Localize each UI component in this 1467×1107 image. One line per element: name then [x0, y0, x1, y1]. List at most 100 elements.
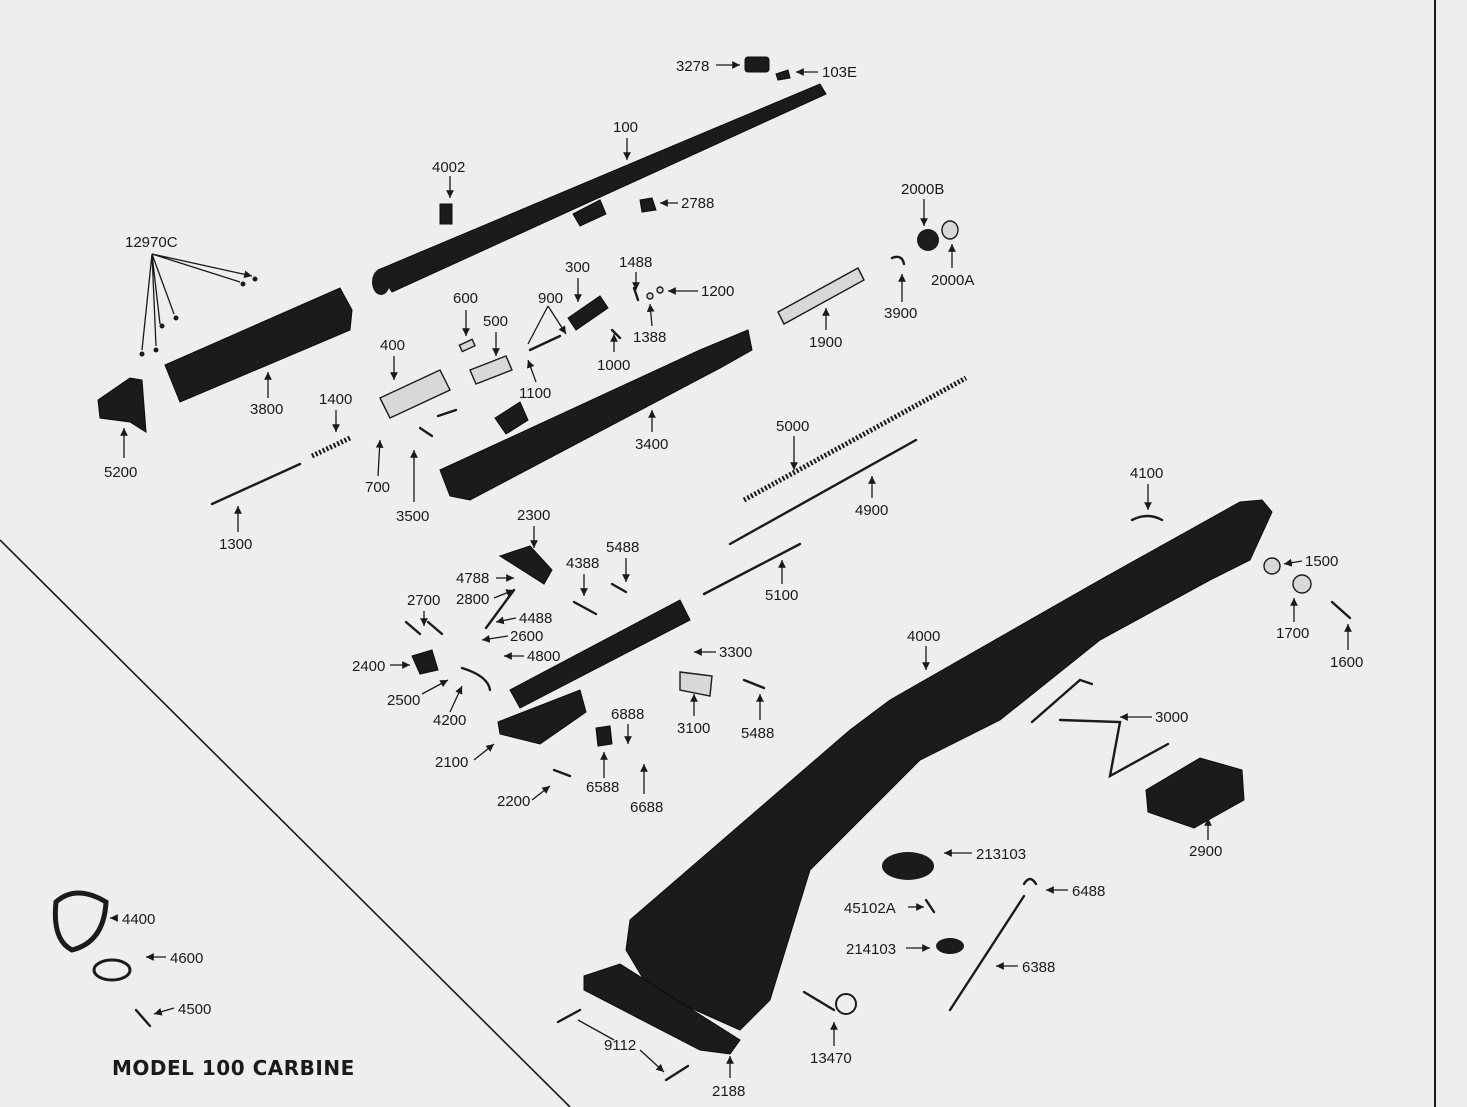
butt-plate-2188-icon	[583, 963, 741, 1055]
part-600-icon	[458, 338, 476, 353]
leader-line	[493, 589, 515, 599]
rod-4900-icon	[728, 438, 918, 546]
swivel-13470-icon	[802, 990, 836, 1012]
label-4000: 4000	[907, 628, 940, 645]
leader-line	[473, 743, 495, 761]
leader-line	[449, 685, 463, 713]
label-4200: 4200	[433, 712, 466, 729]
sling-4400-icon	[52, 890, 109, 953]
label-2700: 2700	[407, 592, 440, 609]
part-2000B-icon	[917, 229, 939, 251]
pin-4388-icon	[572, 600, 598, 616]
part-500-icon	[469, 355, 513, 385]
part-3900-icon	[890, 255, 906, 266]
label-12970C: 12970C	[125, 234, 178, 251]
part-5200-icon	[97, 377, 147, 433]
label-3000: 3000	[1155, 709, 1188, 726]
pin-5488a-icon	[610, 582, 628, 594]
trigger-housing-icon	[509, 599, 691, 709]
barrel-muzzle	[372, 269, 390, 295]
label-2400: 2400	[352, 658, 385, 675]
screw-12970C-d	[173, 315, 179, 321]
pin-5488b-icon	[742, 678, 766, 690]
receiver-3400-lug	[494, 401, 529, 435]
pin-700-icon	[418, 426, 434, 438]
part-1900-icon	[777, 267, 865, 325]
label-2100: 2100	[435, 754, 468, 771]
label-4100: 4100	[1130, 465, 1163, 482]
label-214103: 214103	[846, 941, 896, 958]
part-214103-icon	[936, 938, 964, 954]
screw-2200-icon	[552, 768, 572, 778]
label-4002: 4002	[432, 159, 465, 176]
label-4600: 4600	[170, 950, 203, 967]
label-2900: 2900	[1189, 843, 1222, 860]
label-3278: 3278	[676, 58, 709, 75]
label-6688: 6688	[630, 799, 663, 816]
label-5000: 5000	[776, 418, 809, 435]
screw-12970C-c	[159, 323, 165, 329]
label-103E: 103E	[822, 64, 857, 81]
part-4002-icon	[439, 203, 453, 225]
screw-12970C-a	[139, 351, 145, 357]
leader-line	[421, 679, 449, 695]
label-213103: 213103	[976, 846, 1026, 863]
magazine-2900-icon	[1145, 757, 1245, 829]
label-300: 300	[565, 259, 590, 276]
label-5100: 5100	[765, 587, 798, 604]
leader-line	[646, 303, 655, 327]
stock-4000-icon	[625, 499, 1273, 1031]
label-13470: 13470	[810, 1050, 852, 1067]
label-1600: 1600	[1330, 654, 1363, 671]
part-3100-icon	[679, 671, 713, 697]
leader-line	[527, 305, 566, 345]
label-600: 600	[453, 290, 478, 307]
hammer-2300-icon	[498, 545, 553, 585]
bolt-6388-icon	[948, 894, 1026, 1012]
label-4800: 4800	[527, 648, 560, 665]
label-400: 400	[380, 337, 405, 354]
label-100: 100	[613, 119, 638, 136]
label-2600: 2600	[510, 628, 543, 645]
part-number-labels: 3278 103E 100 4002 2788 2000B 2000A 1297…	[104, 58, 1363, 1100]
spring-1400-icon	[310, 435, 352, 459]
barrel-100-icon	[377, 83, 827, 293]
label-3300: 3300	[719, 644, 752, 661]
label-1300: 1300	[219, 536, 252, 553]
leader-line	[531, 785, 551, 801]
screw-9112b-icon	[664, 1064, 690, 1082]
spring-5000-icon	[742, 375, 968, 503]
label-6888: 6888	[611, 706, 644, 723]
label-2800: 2800	[456, 591, 489, 608]
leader-lines	[110, 61, 1352, 1078]
barrel-band-lug	[572, 199, 607, 227]
label-4388: 4388	[566, 555, 599, 572]
leader-line	[527, 359, 537, 383]
diagram-title: MODEL 100 CARBINE	[112, 1056, 355, 1080]
screw-9112a-icon	[556, 1008, 582, 1024]
label-6488: 6488	[1072, 883, 1105, 900]
leader-line	[495, 616, 517, 625]
leader-line	[375, 439, 384, 477]
leader-line	[577, 1019, 664, 1072]
label-1388: 1388	[633, 329, 666, 346]
label-1500: 1500	[1305, 553, 1338, 570]
rod-5100-icon	[702, 542, 802, 596]
label-3400: 3400	[635, 436, 668, 453]
label-4900: 4900	[855, 502, 888, 519]
label-3500: 3500	[396, 508, 429, 525]
label-6588: 6588	[586, 779, 619, 796]
label-3900: 3900	[884, 305, 917, 322]
label-3800: 3800	[250, 401, 283, 418]
bolt-400-icon	[379, 369, 451, 419]
pin-2700a-icon	[404, 620, 422, 636]
clip-6488-icon	[1022, 877, 1038, 886]
parts-illustration	[52, 56, 1352, 1082]
label-1000: 1000	[597, 357, 630, 374]
label-2788: 2788	[681, 195, 714, 212]
swivel-4600-icon	[92, 958, 132, 982]
screw-12970C-e	[240, 281, 246, 287]
trigger-guard-2100-icon	[497, 689, 587, 745]
